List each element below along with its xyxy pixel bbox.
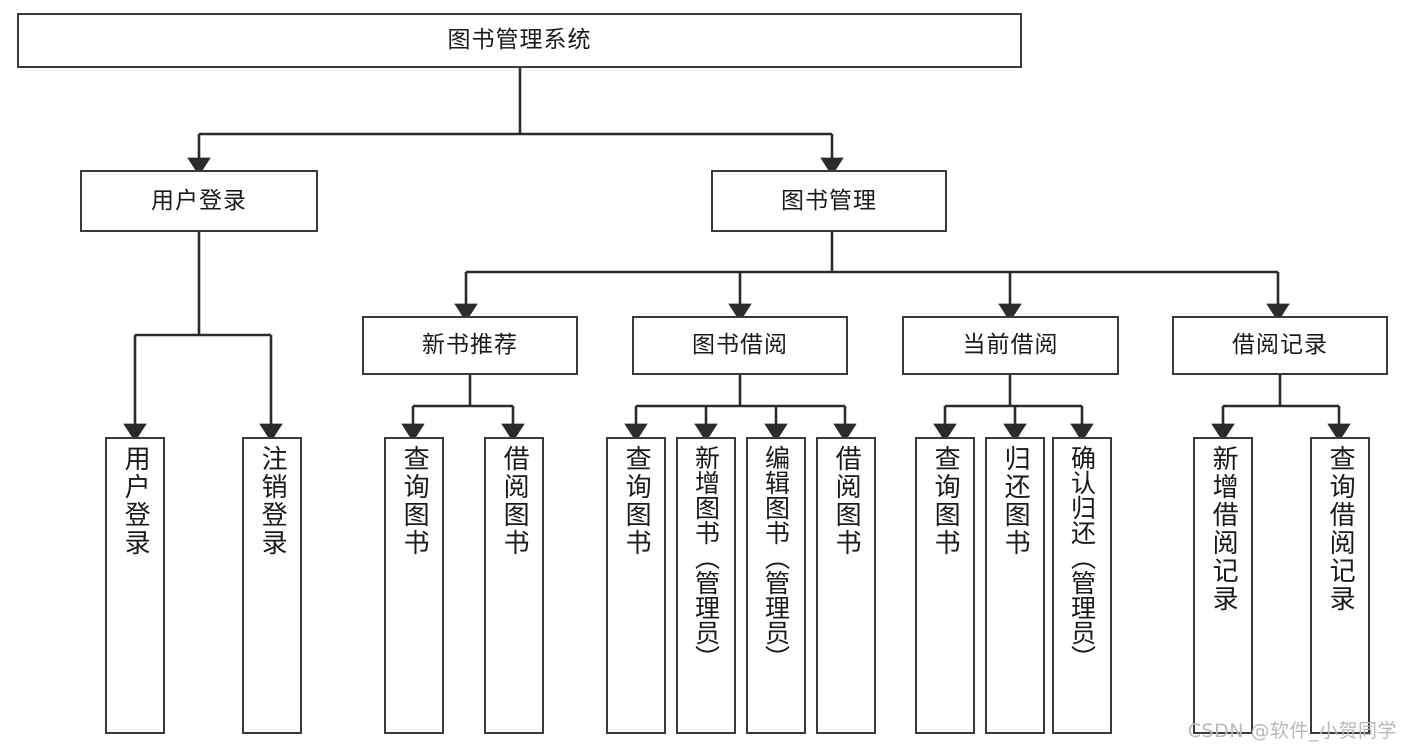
node-user-login-label: 用户登录: [151, 187, 247, 214]
node-leaf-book-borrow-query-label: 查询图书: [621, 445, 652, 557]
node-new-book-recommend-label: 新书推荐: [422, 332, 518, 359]
node-borrow-record[interactable]: 借阅记录: [1172, 316, 1388, 375]
node-book-management-label: 图书管理: [781, 187, 877, 214]
node-leaf-new-book-borrow-label: 借阅图书: [499, 445, 530, 557]
node-leaf-user-login-signin-label: 用户登录: [120, 445, 151, 557]
node-book-management[interactable]: 图书管理: [711, 170, 947, 232]
node-leaf-book-add-admin[interactable]: 新增图书（管理员）: [676, 437, 736, 734]
node-leaf-user-login-signout-label: 注销登录: [257, 445, 288, 557]
node-leaf-record-query-label: 查询借阅记录: [1325, 445, 1356, 613]
node-leaf-book-add-admin-label: 新增图书（管理员）: [691, 445, 721, 670]
node-leaf-current-confirm-return-admin[interactable]: 确认归还（管理员）: [1052, 437, 1112, 734]
node-leaf-new-book-borrow[interactable]: 借阅图书: [484, 437, 544, 734]
node-leaf-book-edit-admin[interactable]: 编辑图书（管理员）: [746, 437, 806, 734]
node-book-borrow[interactable]: 图书借阅: [632, 316, 848, 375]
node-root-label: 图书管理系统: [447, 27, 592, 54]
node-leaf-record-add[interactable]: 新增借阅记录: [1193, 437, 1253, 734]
node-leaf-new-book-query[interactable]: 查询图书: [384, 437, 444, 734]
node-leaf-current-confirm-return-admin-label: 确认归还（管理员）: [1067, 445, 1097, 670]
node-leaf-current-query[interactable]: 查询图书: [915, 437, 975, 734]
node-leaf-book-borrow-action-label: 借阅图书: [831, 445, 862, 557]
node-current-borrow-label: 当前借阅: [962, 332, 1059, 359]
node-leaf-book-edit-admin-label: 编辑图书（管理员）: [761, 445, 791, 670]
node-current-borrow[interactable]: 当前借阅: [902, 316, 1119, 375]
node-leaf-current-query-label: 查询图书: [930, 445, 961, 557]
node-book-borrow-label: 图书借阅: [692, 332, 788, 359]
node-leaf-new-book-query-label: 查询图书: [399, 445, 430, 557]
node-leaf-book-borrow-query[interactable]: 查询图书: [606, 437, 666, 734]
node-leaf-record-query[interactable]: 查询借阅记录: [1310, 437, 1370, 734]
node-leaf-record-add-label: 新增借阅记录: [1208, 445, 1239, 613]
node-root-book-management-system[interactable]: 图书管理系统: [17, 13, 1022, 68]
node-leaf-user-login-signout[interactable]: 注销登录: [242, 437, 302, 734]
node-leaf-current-return-label: 归还图书: [1000, 445, 1031, 557]
node-new-book-recommend[interactable]: 新书推荐: [362, 316, 578, 375]
node-leaf-book-borrow-action[interactable]: 借阅图书: [816, 437, 876, 734]
node-user-login[interactable]: 用户登录: [80, 170, 318, 232]
node-leaf-current-return[interactable]: 归还图书: [985, 437, 1045, 734]
node-borrow-record-label: 借阅记录: [1232, 332, 1328, 359]
node-leaf-user-login-signin[interactable]: 用户登录: [105, 437, 165, 734]
